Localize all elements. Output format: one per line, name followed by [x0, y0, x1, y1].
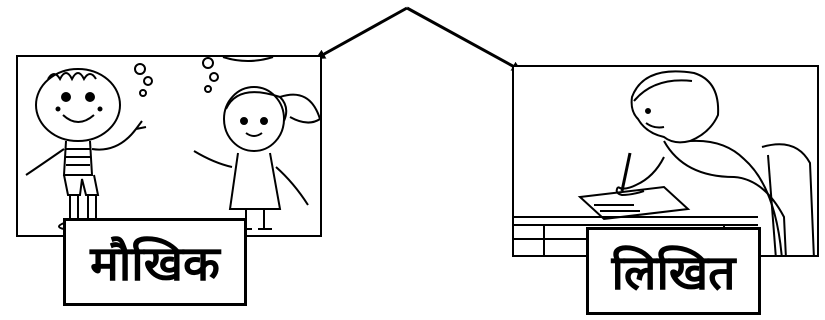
thought-bubble: [135, 64, 145, 74]
children-talking-illustration: [18, 57, 322, 237]
man-figure: [632, 71, 719, 142]
boy-figure: [36, 69, 120, 141]
oral-label: मौखिक: [63, 218, 247, 306]
arrow-right: [407, 8, 520, 70]
oral-illustration-panel: [16, 55, 322, 237]
pen: [622, 153, 630, 191]
written-label: लिखित: [586, 227, 761, 315]
arrow-left: [317, 8, 407, 58]
girl-figure: [224, 87, 284, 151]
paper: [580, 187, 688, 219]
